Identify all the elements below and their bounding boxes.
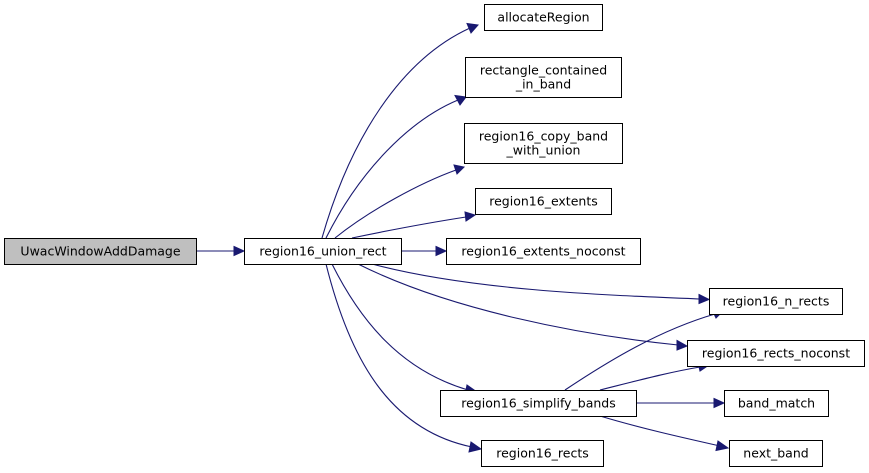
node-rectangle-contained-in-band[interactable]: rectangle_contained_in_band bbox=[465, 57, 622, 98]
node-next-band[interactable]: next_band bbox=[729, 440, 823, 467]
edge-union-to-extents bbox=[351, 211, 477, 239]
node-uwac-window-add-damage[interactable]: UwacWindowAddDamage bbox=[4, 238, 197, 265]
node-label: region16_n_rects bbox=[723, 294, 830, 309]
edge-union-to-rects-noconst bbox=[357, 263, 689, 351]
edge-union-to-copy-band bbox=[334, 164, 466, 239]
node-label: region16_rects_noconst bbox=[702, 346, 850, 361]
node-label: band_match bbox=[738, 396, 815, 411]
edge-simplify-to-next-band bbox=[599, 415, 730, 452]
node-region16-extents[interactable]: region16_extents bbox=[475, 188, 612, 215]
edge-union-to-simplify-bands bbox=[331, 263, 479, 396]
node-label: _in_band bbox=[515, 77, 571, 92]
node-label: region16_extents bbox=[489, 194, 597, 209]
edge-uwac-to-union bbox=[196, 245, 246, 257]
node-region16-union-rect[interactable]: region16_union_rect bbox=[244, 238, 402, 265]
node-region16-rects[interactable]: region16_rects bbox=[481, 440, 604, 467]
edge-union-to-extents-noconst bbox=[401, 245, 448, 257]
node-region16-copy-band-with-union[interactable]: region16_copy_band_with_union bbox=[464, 123, 623, 164]
node-label: allocateRegion bbox=[497, 10, 589, 25]
edge-union-to-rectangle-contained bbox=[325, 94, 467, 239]
edge-union-to-n-rects bbox=[371, 263, 711, 305]
node-label: next_band bbox=[743, 446, 808, 461]
edge-union-to-rects bbox=[325, 263, 483, 453]
node-label: _with_union bbox=[506, 143, 581, 158]
node-label: region16_simplify_bands bbox=[461, 396, 616, 411]
node-region16-simplify-bands[interactable]: region16_simplify_bands bbox=[440, 390, 637, 417]
node-band-match[interactable]: band_match bbox=[724, 390, 829, 417]
node-label: region16_extents_noconst bbox=[461, 244, 625, 259]
node-label: region16_union_rect bbox=[259, 244, 386, 259]
node-label: rectangle_contained bbox=[480, 63, 607, 78]
node-label: region16_rects bbox=[496, 446, 589, 461]
node-allocate-region[interactable]: allocateRegion bbox=[484, 4, 603, 31]
node-label: UwacWindowAddDamage bbox=[20, 244, 180, 259]
node-region16-extents-noconst[interactable]: region16_extents_noconst bbox=[446, 238, 641, 265]
node-region16-n-rects[interactable]: region16_n_rects bbox=[709, 288, 843, 315]
edge-simplify-to-band-match bbox=[636, 397, 726, 409]
node-region16-rects-noconst[interactable]: region16_rects_noconst bbox=[687, 340, 865, 367]
edge-union-to-allocate-region bbox=[321, 22, 479, 239]
node-label: region16_copy_band bbox=[479, 129, 608, 144]
